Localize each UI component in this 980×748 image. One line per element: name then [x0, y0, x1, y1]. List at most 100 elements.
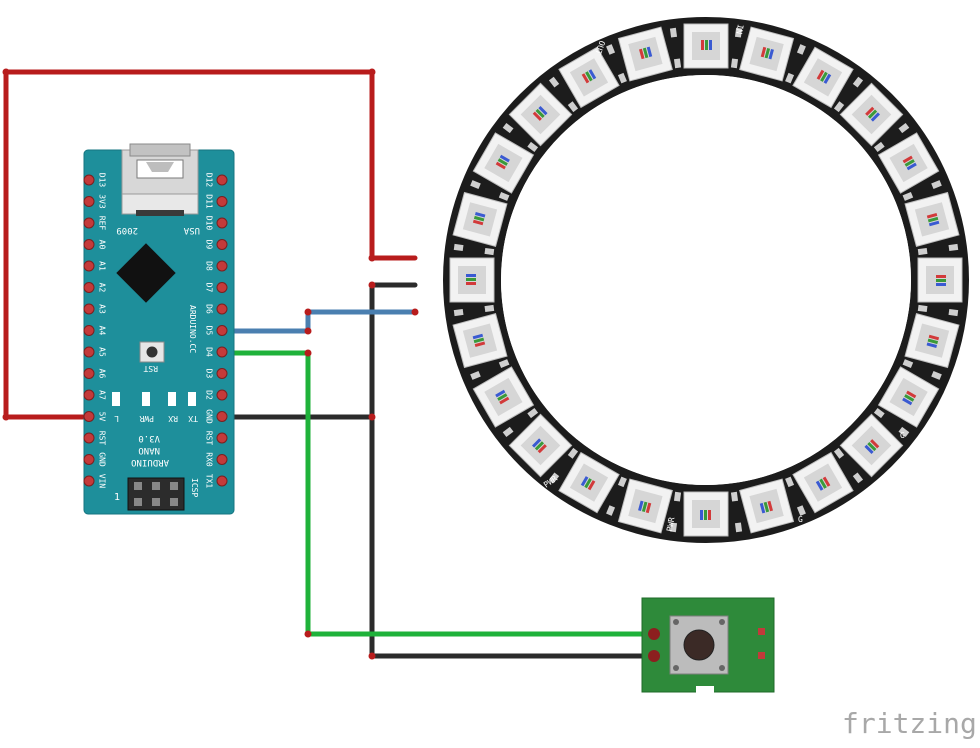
wire-node: [368, 68, 376, 76]
nano-pin: [83, 389, 95, 401]
ring-led: [904, 313, 960, 369]
nano-pin: [83, 454, 95, 465]
ring-label-in: IN: [734, 24, 745, 35]
ring-pad: [873, 407, 910, 438]
nano-pin: [83, 196, 95, 207]
nano-pin: [216, 368, 228, 379]
nano-pin: [83, 303, 95, 315]
button-corner: [719, 665, 725, 671]
ring-led: [877, 132, 940, 194]
ring-led: [904, 191, 960, 247]
nano-pin: [83, 239, 95, 250]
pin-label-right: GND: [205, 409, 214, 424]
pin-label-left: D13: [98, 173, 107, 188]
ring-pad: [902, 359, 942, 380]
nano-pin: [216, 217, 228, 229]
ring-pad: [502, 122, 539, 153]
pin-label-right: D9: [205, 240, 214, 250]
wire-node: [304, 308, 312, 316]
pin-label-left: A3: [98, 304, 107, 314]
pin-label-right: RX0: [205, 452, 214, 467]
pin-label-left: REF: [98, 216, 107, 231]
nano-pin: [83, 217, 95, 229]
ring-pad: [669, 491, 682, 533]
ring-led: [877, 366, 940, 428]
wire-node: [2, 413, 10, 421]
led-l: [112, 392, 120, 406]
pin-label-left: A1: [98, 261, 107, 271]
nano-pin: [216, 303, 228, 315]
pin-label-left: A2: [98, 283, 107, 293]
led-label-l: L: [114, 414, 119, 423]
led-label-rx: RX: [168, 414, 178, 423]
nano-pin: [83, 346, 95, 358]
ring-led: [792, 46, 854, 109]
ring-led: [683, 23, 729, 69]
nano-pin: [216, 475, 228, 487]
ring-led: [508, 413, 573, 478]
wire-black-ground-ring: [219, 282, 418, 420]
nano-pin: [83, 325, 95, 336]
pin-label-right: TX1: [205, 474, 214, 489]
arduino-nano-board: 2009 USA RST ARDUINO.CC L PWR RX TX V3.0…: [83, 143, 235, 515]
pin-label-left: A6: [98, 369, 107, 379]
ring-led: [617, 478, 673, 534]
ring-label-g-2: G: [900, 431, 905, 440]
led-pwr: [142, 392, 150, 406]
wire-node: [368, 254, 376, 262]
nano-pin: [216, 346, 228, 358]
ring-led: [739, 478, 795, 534]
ring-led: [508, 82, 573, 147]
nano-pin: [216, 196, 228, 207]
wire-node: [368, 281, 376, 289]
nano-pin: [216, 260, 228, 272]
ring-pad: [730, 27, 743, 69]
ring-pad: [502, 407, 539, 438]
ring-led: [449, 257, 495, 303]
nano-pin: [216, 174, 228, 186]
ring-pad: [730, 491, 743, 533]
led-label-pwr: PWR: [139, 414, 154, 423]
button-corner: [673, 619, 679, 625]
wire-node: [368, 652, 376, 660]
nano-pin: [83, 475, 95, 487]
nano-pin: [83, 411, 95, 422]
wire-node: [304, 630, 312, 638]
push-button-module: [641, 597, 775, 694]
ring-pad: [785, 476, 806, 516]
ring-pad: [833, 76, 864, 113]
button-pad: [648, 628, 660, 640]
reset-button: [139, 341, 165, 363]
nano-pin: [83, 368, 95, 379]
pin-label-left: A7: [98, 390, 107, 400]
ring-led: [683, 491, 729, 537]
nano-pin: [216, 282, 228, 293]
ring-led: [558, 46, 620, 109]
ring-pad: [873, 122, 910, 153]
ring-pad-group: [453, 27, 959, 533]
pin-label-left: RST: [98, 431, 107, 446]
header-pin-mark: 1: [114, 492, 120, 503]
button-cap: [683, 629, 715, 661]
ring-pad: [470, 180, 510, 201]
usb-connector: [121, 143, 199, 216]
ring-led: [472, 132, 535, 194]
ring-inner-edge: [501, 75, 911, 485]
ring-pad: [833, 447, 864, 484]
pin-label-left: GND: [98, 452, 107, 467]
pin-label-right: D5: [205, 326, 214, 336]
pin-label-left: A4: [98, 326, 107, 336]
pin-label-left: A5: [98, 347, 107, 357]
nano-pin: [216, 239, 228, 250]
ring-pad: [548, 76, 579, 113]
board-name-text: ARDUINO: [131, 457, 169, 467]
ring-led: [472, 366, 535, 428]
nano-pin: [216, 411, 228, 422]
pin-label-right: RST: [205, 431, 214, 446]
led-tx: [188, 392, 196, 406]
wire-node: [368, 413, 376, 421]
ring-pad: [902, 180, 942, 201]
icsp-label: ICSP: [190, 478, 199, 497]
nano-pin: [216, 389, 228, 401]
